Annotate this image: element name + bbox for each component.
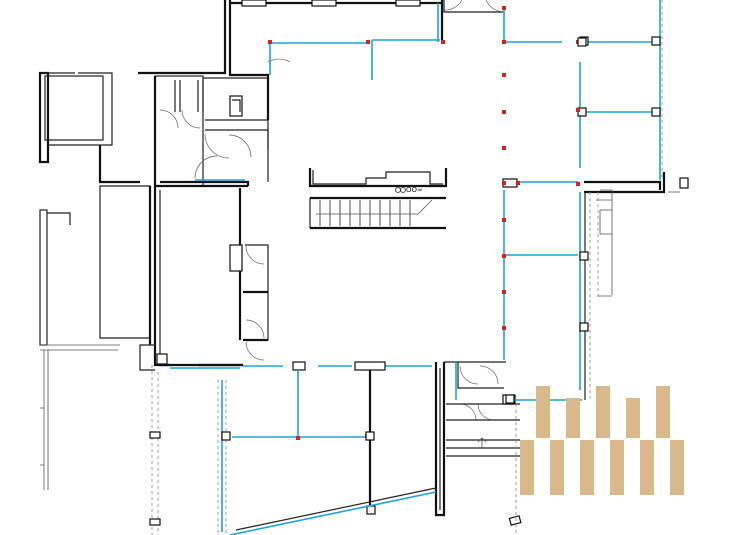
staircase bbox=[309, 196, 446, 230]
hatched-area bbox=[520, 386, 684, 495]
left-building-outline bbox=[38, 71, 152, 490]
column-markers bbox=[226, 6, 580, 440]
east-offices bbox=[502, 0, 689, 400]
corridor-block bbox=[138, 0, 270, 188]
reception-counter: OO∞ bbox=[308, 168, 448, 194]
central-hall-north-wall bbox=[230, 0, 505, 80]
doors-upper-left bbox=[159, 58, 291, 179]
fixtures bbox=[505, 37, 613, 404]
south-rooms bbox=[149, 361, 522, 535]
middle-left-rooms bbox=[139, 186, 269, 371]
fixture-symbol-label: OO∞ bbox=[406, 186, 423, 194]
